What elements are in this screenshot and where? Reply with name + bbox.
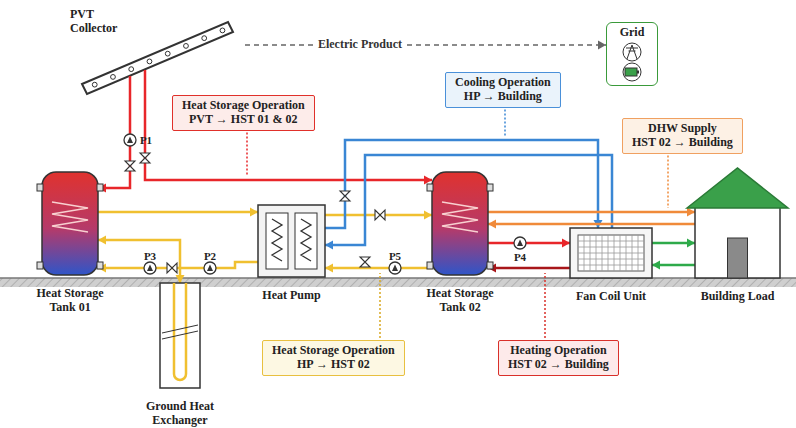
pipe-connector bbox=[488, 242, 570, 245]
valve-symbol bbox=[375, 210, 385, 220]
leader-line bbox=[504, 110, 506, 136]
arrow-head bbox=[687, 239, 695, 248]
pump-label: P4 bbox=[514, 251, 526, 263]
arrow-head bbox=[488, 220, 496, 229]
arrow-head bbox=[687, 208, 695, 217]
pump-symbol bbox=[514, 237, 526, 249]
pipe-connector bbox=[98, 240, 180, 283]
fan-coil-unit: Fan Coil Unit bbox=[561, 228, 661, 304]
arrow-head bbox=[652, 261, 660, 270]
pump-symbol bbox=[389, 262, 401, 274]
node-text: Cooling Operation bbox=[455, 76, 551, 90]
heat-pump: Heat Pump bbox=[247, 205, 337, 303]
arrow-head bbox=[598, 41, 606, 50]
pump-symbol bbox=[204, 262, 216, 274]
pipe-connector bbox=[325, 267, 432, 270]
pump-symbol bbox=[124, 134, 136, 146]
pipe-connector bbox=[488, 267, 570, 270]
pump-label: P2 bbox=[204, 250, 216, 262]
node-text: DHW Supply bbox=[632, 122, 733, 136]
ghx-shape bbox=[160, 283, 200, 388]
callout-box: DHW SupplyHST 02 → Building bbox=[622, 118, 743, 154]
electric-link bbox=[245, 44, 606, 46]
grid-icons bbox=[612, 42, 652, 82]
valve-symbol bbox=[125, 161, 135, 171]
callout-box: Cooling OperationHP → Building bbox=[445, 72, 561, 108]
valve-symbol bbox=[360, 257, 370, 267]
pipe-connector bbox=[98, 262, 258, 268]
arrow-head bbox=[176, 275, 185, 283]
pump-label: P1 bbox=[140, 134, 152, 146]
leader-line bbox=[379, 273, 381, 338]
hp-shape bbox=[258, 205, 325, 277]
node-text: PVT → HST 01 & 02 bbox=[182, 113, 305, 127]
fcu-shape bbox=[570, 228, 652, 278]
ground-heat-exchanger: Ground Heat Exchanger bbox=[135, 283, 225, 428]
node-text: Fan Coil Unit bbox=[561, 290, 661, 304]
node-text: Building Load bbox=[688, 290, 788, 304]
storage-tank: Heat Storage Tank 01 bbox=[25, 172, 115, 315]
pump-label: P3 bbox=[144, 250, 156, 262]
node-text: Heat Storage Tank 02 bbox=[415, 287, 505, 315]
arrow-head bbox=[562, 239, 570, 248]
leader-line bbox=[246, 133, 248, 176]
pipe-connector bbox=[488, 223, 695, 226]
arrow-head bbox=[98, 184, 106, 193]
node-text: Heat Storage Tank 01 bbox=[25, 287, 115, 315]
grid-box: Grid bbox=[606, 22, 658, 86]
valve-symbol bbox=[140, 153, 150, 163]
node-text: HST 02 → Building bbox=[508, 358, 609, 372]
node-text: Ground Heat Exchanger bbox=[135, 400, 225, 428]
callout-box: Heat Storage OperationHP → HST 02 bbox=[262, 340, 405, 376]
building: Building Load bbox=[688, 205, 788, 304]
node-text: Grid bbox=[612, 26, 652, 40]
valve-symbol bbox=[340, 191, 350, 201]
tank-shape bbox=[432, 172, 488, 275]
pump-label: P5 bbox=[389, 250, 401, 262]
pipe-connector bbox=[98, 211, 258, 214]
node-text: HP → Building bbox=[455, 90, 551, 104]
callout-box: Heating OperationHST 02 → Building bbox=[498, 340, 619, 376]
house-shape bbox=[695, 205, 780, 278]
node-text: HP → HST 02 bbox=[272, 358, 395, 372]
leader-line bbox=[544, 273, 546, 338]
arrow-head bbox=[325, 264, 333, 273]
node-text: PVT Collector bbox=[70, 8, 130, 36]
node-text: Heating Operation bbox=[508, 344, 609, 358]
pvt-collector: PVT Collector bbox=[70, 6, 245, 98]
tank-shape bbox=[42, 172, 98, 275]
arrow-head bbox=[250, 208, 258, 217]
pipe-connector bbox=[488, 211, 695, 214]
pump-symbol bbox=[144, 262, 156, 274]
storage-tank: Heat Storage Tank 02 bbox=[415, 172, 505, 315]
arrow-head bbox=[325, 241, 333, 250]
valve-symbol bbox=[167, 263, 177, 273]
edge-label: Electric Product bbox=[315, 38, 405, 52]
arrow-head bbox=[98, 236, 106, 245]
node-text: Heat Pump bbox=[247, 289, 337, 303]
pvt-panel bbox=[70, 6, 245, 98]
node-text: HST 02 → Building bbox=[632, 136, 733, 150]
node-text: Heat Storage Operation bbox=[272, 344, 395, 358]
node-text: Heat Storage Operation bbox=[182, 99, 305, 113]
leader-line bbox=[667, 156, 669, 208]
callout-box: Heat Storage OperationPVT → HST 01 & 02 bbox=[172, 95, 315, 131]
arrow-head bbox=[424, 176, 432, 185]
arrow-head bbox=[424, 211, 432, 220]
